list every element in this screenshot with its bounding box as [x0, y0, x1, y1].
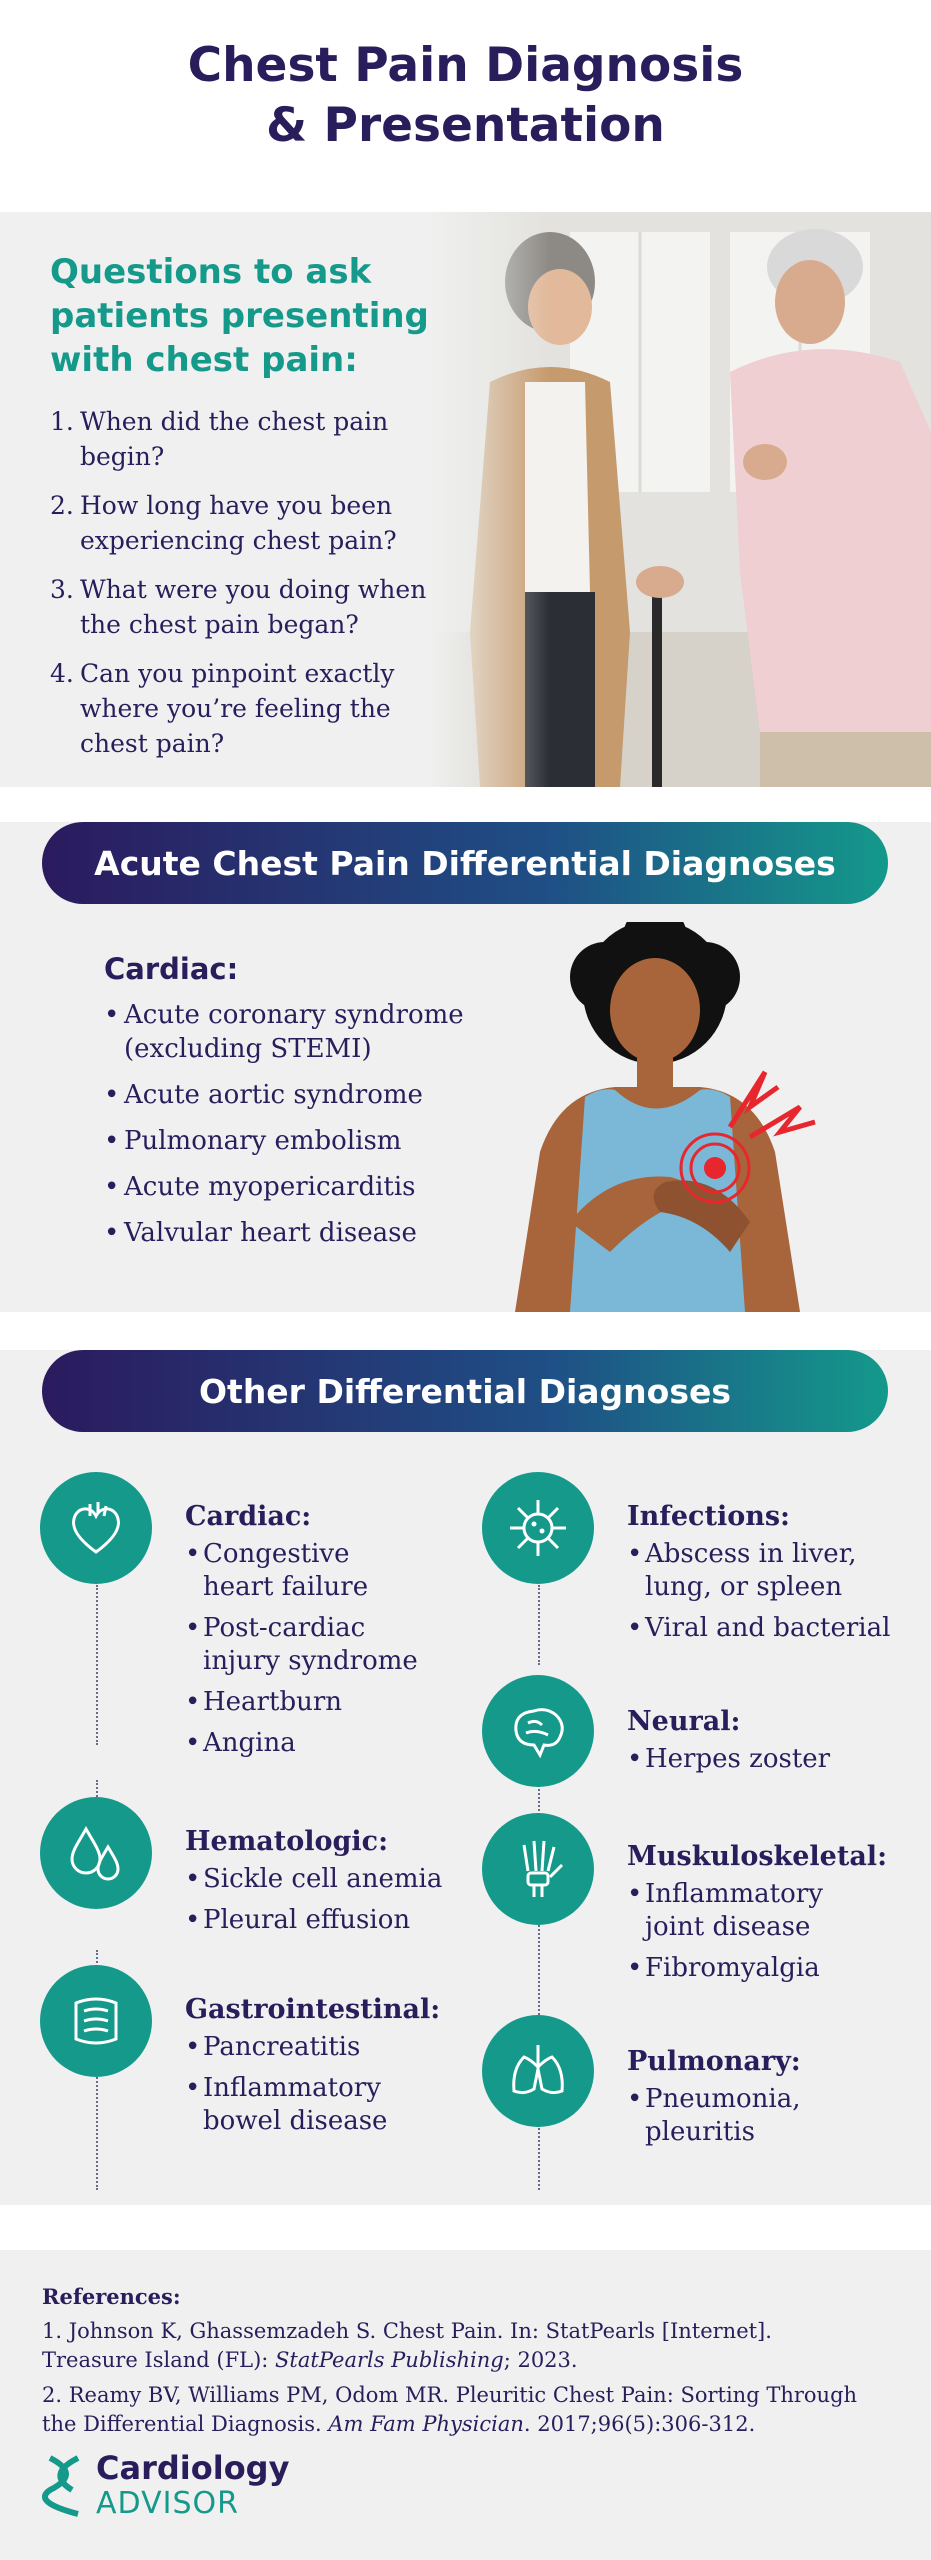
questions-panel: Questions to ask patients presenting wit…	[50, 250, 460, 775]
connector-line	[538, 2125, 540, 2190]
acute-banner: Acute Chest Pain Differential Diagnoses	[42, 822, 888, 904]
pulmonary-list: Pulmonary: •Pneumonia,pleuritis	[627, 2045, 917, 2157]
list-item: •Pneumonia,pleuritis	[627, 2084, 801, 2147]
cardiology-advisor-logo: Cardiology ADVISOR	[42, 2450, 289, 2522]
acute-cardiac-list: Cardiac: •Acute coronary syndrome(exclud…	[104, 952, 534, 1262]
references: References: 1. Johnson K, Ghassemzadeh S…	[42, 2282, 902, 2445]
list-item: •Pancreatitis	[185, 2032, 361, 2062]
connector-line	[538, 1785, 540, 1815]
intestine-icon	[40, 1965, 152, 2077]
references-heading: References:	[42, 2284, 181, 2309]
references-section: References: 1. Johnson K, Ghassemzadeh S…	[0, 2250, 931, 2560]
list-item: •Valvular heart disease	[104, 1218, 417, 1248]
hematologic-list: Hematologic: •Sickle cell anemia •Pleura…	[185, 1825, 485, 1945]
list-item: •Sickle cell anemia	[185, 1864, 443, 1894]
reference-2: 2. Reamy BV, Williams PM, Odom MR. Pleur…	[42, 2383, 858, 2436]
connector-line	[96, 1585, 98, 1745]
list-item: •Angina	[185, 1728, 296, 1758]
list-item: •Acute coronary syndrome(excluding STEMI…	[104, 1000, 464, 1064]
questions-section: Questions to ask patients presenting wit…	[0, 212, 931, 787]
acute-section: Acute Chest Pain Differential Diagnoses …	[0, 822, 931, 1312]
virus-icon	[482, 1472, 594, 1584]
list-item: •Fibromyalgia	[627, 1953, 820, 1983]
other-banner: Other Differential Diagnoses	[42, 1350, 888, 1432]
list-item: •Acute myopericarditis	[104, 1172, 416, 1202]
reference-1: 1. Johnson K, Ghassemzadeh S. Chest Pain…	[42, 2319, 772, 2372]
connector-line	[538, 1585, 540, 1665]
list-item: •Abscess in liver,lung, or spleen	[627, 1539, 857, 1602]
list-item: •Viral and bacterial	[627, 1613, 891, 1643]
list-item: •Herpes zoster	[627, 1744, 831, 1774]
connector-line	[538, 1925, 540, 2015]
heart-anatomy-icon	[40, 1472, 152, 1584]
acute-cardiac-heading: Cardiac:	[104, 952, 239, 986]
infections-list: Infections: •Abscess in liver,lung, or s…	[627, 1500, 917, 1653]
lungs-icon	[482, 2015, 594, 2127]
blood-drops-icon	[40, 1797, 152, 1909]
list-item: •Pulmonary embolism	[104, 1126, 402, 1156]
brain-icon	[482, 1675, 594, 1787]
dna-logo-icon	[42, 2455, 80, 2517]
other-section: Other Differential Diagnoses Cardiac: •C…	[0, 1350, 931, 2205]
hand-bones-icon	[482, 1813, 594, 1925]
gastrointestinal-list: Gastrointestinal: •Pancreatitis •Inflamm…	[185, 1993, 485, 2146]
patients-photo	[430, 212, 931, 787]
list-item: •Acute aortic syndrome	[104, 1080, 423, 1110]
list-item: •Pleural effusion	[185, 1905, 411, 1935]
questions-heading: Questions to ask patients presenting wit…	[50, 252, 429, 380]
page-title: Chest Pain Diagnosis & Presentation	[187, 38, 744, 153]
title-block: Chest Pain Diagnosis & Presentation	[0, 36, 931, 156]
photo-fade	[430, 212, 550, 787]
woman-chest-pain-illustration	[515, 922, 816, 1312]
neural-list: Neural: •Herpes zoster	[627, 1705, 917, 1784]
list-item: •Heartburn	[185, 1687, 343, 1717]
